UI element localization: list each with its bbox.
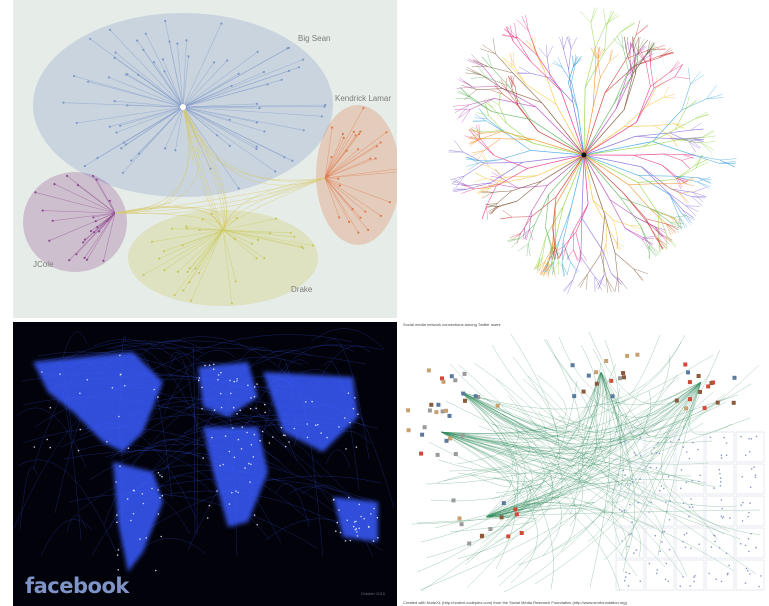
cluster-kendrick-lamar [316,105,397,245]
twitter-nodexl-graph: Social media network connections among T… [401,322,769,606]
facebook-logo: facebook [25,574,129,598]
cluster-jcole [23,172,127,272]
asia-shape [263,372,358,452]
internet-map-canvas [448,7,737,294]
label-jcole: JCole [33,260,54,269]
twitter-edges [411,331,761,593]
twitter-user-avatars [406,352,737,546]
twitter-graph-credit: Created with NodeXL (http://nodexl.codep… [403,600,627,605]
facebook-map-date: October 2010 [360,591,385,596]
twitter-node-grid [615,431,765,591]
internet-map-graph [401,0,769,318]
label-drake: Drake [291,285,313,294]
rapper-network-graph: Big Sean Kendrick Lamar JCole Drake [13,0,397,318]
south-america-shape [113,462,163,572]
label-big-sean: Big Sean [298,34,331,43]
hub-big-sean [180,104,186,110]
facebook-friendship-map: facebook October 2010 [13,322,397,606]
internet-core [581,152,587,158]
continents [33,352,378,572]
city-lights [33,354,379,572]
twitter-graph-title: Social media network connections among T… [403,322,501,327]
rapper-network-canvas [23,13,397,306]
europe-shape [198,362,258,417]
australia-shape [333,497,378,542]
north-america-shape [33,352,163,452]
label-kendrick-lamar: Kendrick Lamar [335,94,392,103]
internet-tree [448,7,737,294]
cluster-drake [128,210,318,306]
africa-shape [203,427,268,527]
facebook-map-canvas [13,328,395,572]
twitter-network-canvas [406,331,765,593]
cross-cluster-links [114,106,326,231]
